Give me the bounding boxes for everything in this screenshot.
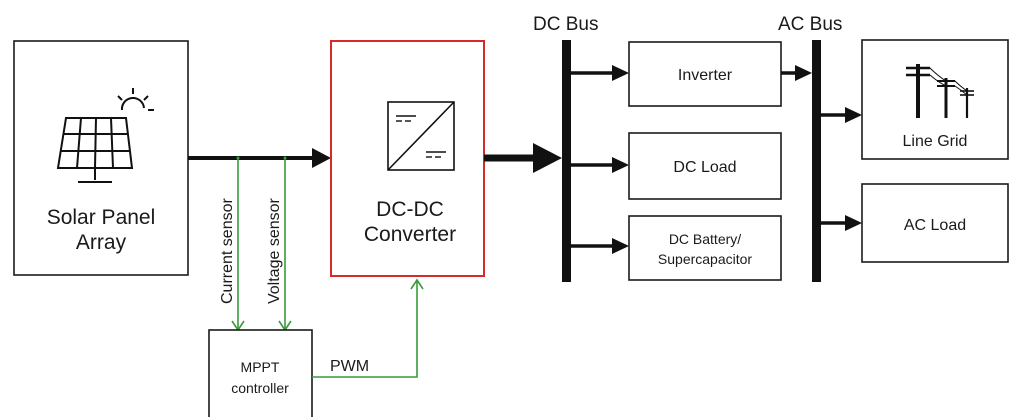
pwm-signal: [312, 278, 424, 378]
ac-load-label: AC Load: [904, 217, 966, 234]
dc-dc-converter-icon: [387, 101, 455, 171]
ac-bus-label: AC Bus: [778, 14, 842, 35]
inverter-to-ac-bus-arrowhead: [795, 65, 812, 81]
current-sensor-label: Current sensor: [219, 198, 236, 304]
solar-panel-array-block: Solar Panel Array: [13, 40, 189, 276]
dc-bus-to-dc-load-arrowhead: [612, 157, 629, 173]
inverter-label: Inverter: [678, 67, 733, 84]
dc-bus-bar: [562, 40, 571, 282]
ac-load-block: AC Load: [861, 183, 1009, 263]
inverter-block: Inverter: [628, 41, 782, 107]
dc-bus-label: DC Bus: [533, 14, 598, 35]
battery-label-line2: Supercapacitor: [658, 251, 753, 267]
converter-to-dc-bus-arrowhead: [533, 143, 562, 173]
dc-bus-to-inverter-arrowhead: [612, 65, 629, 81]
battery-block: DC Battery/ Supercapacitor: [628, 215, 782, 281]
dc-bus-to-battery-arrowhead: [612, 238, 629, 254]
voltage-sensor-label: Voltage sensor: [266, 197, 283, 304]
solar-to-converter-arrowhead: [312, 148, 331, 168]
ac-bus-to-ac-load-arrowhead: [845, 215, 862, 231]
converter-label-line1: DC-DC: [376, 198, 444, 221]
dc-load-label: DC Load: [673, 159, 736, 176]
ac-bus-bar: [812, 40, 821, 282]
battery-label-line1: DC Battery/: [669, 231, 741, 247]
converter-label-line2: Converter: [364, 223, 456, 246]
power-pylon-icon: [906, 64, 974, 118]
ac-bus-to-grid-arrowhead: [845, 107, 862, 123]
solar-label-line2: Array: [76, 231, 127, 254]
mppt-label-line1: MPPT: [241, 359, 280, 375]
dc-load-block: DC Load: [628, 132, 782, 200]
dc-dc-converter-block: DC-DC Converter: [330, 40, 485, 277]
line-grid-block: Line Grid: [861, 39, 1009, 160]
line-grid-label: Line Grid: [903, 133, 968, 150]
pwm-label: PWM: [330, 358, 369, 375]
mppt-label-line2: controller: [231, 380, 289, 396]
solar-panel-icon: [56, 88, 154, 183]
solar-label-line1: Solar Panel: [47, 206, 156, 229]
mppt-controller-block: MPPT controller: [208, 329, 313, 417]
